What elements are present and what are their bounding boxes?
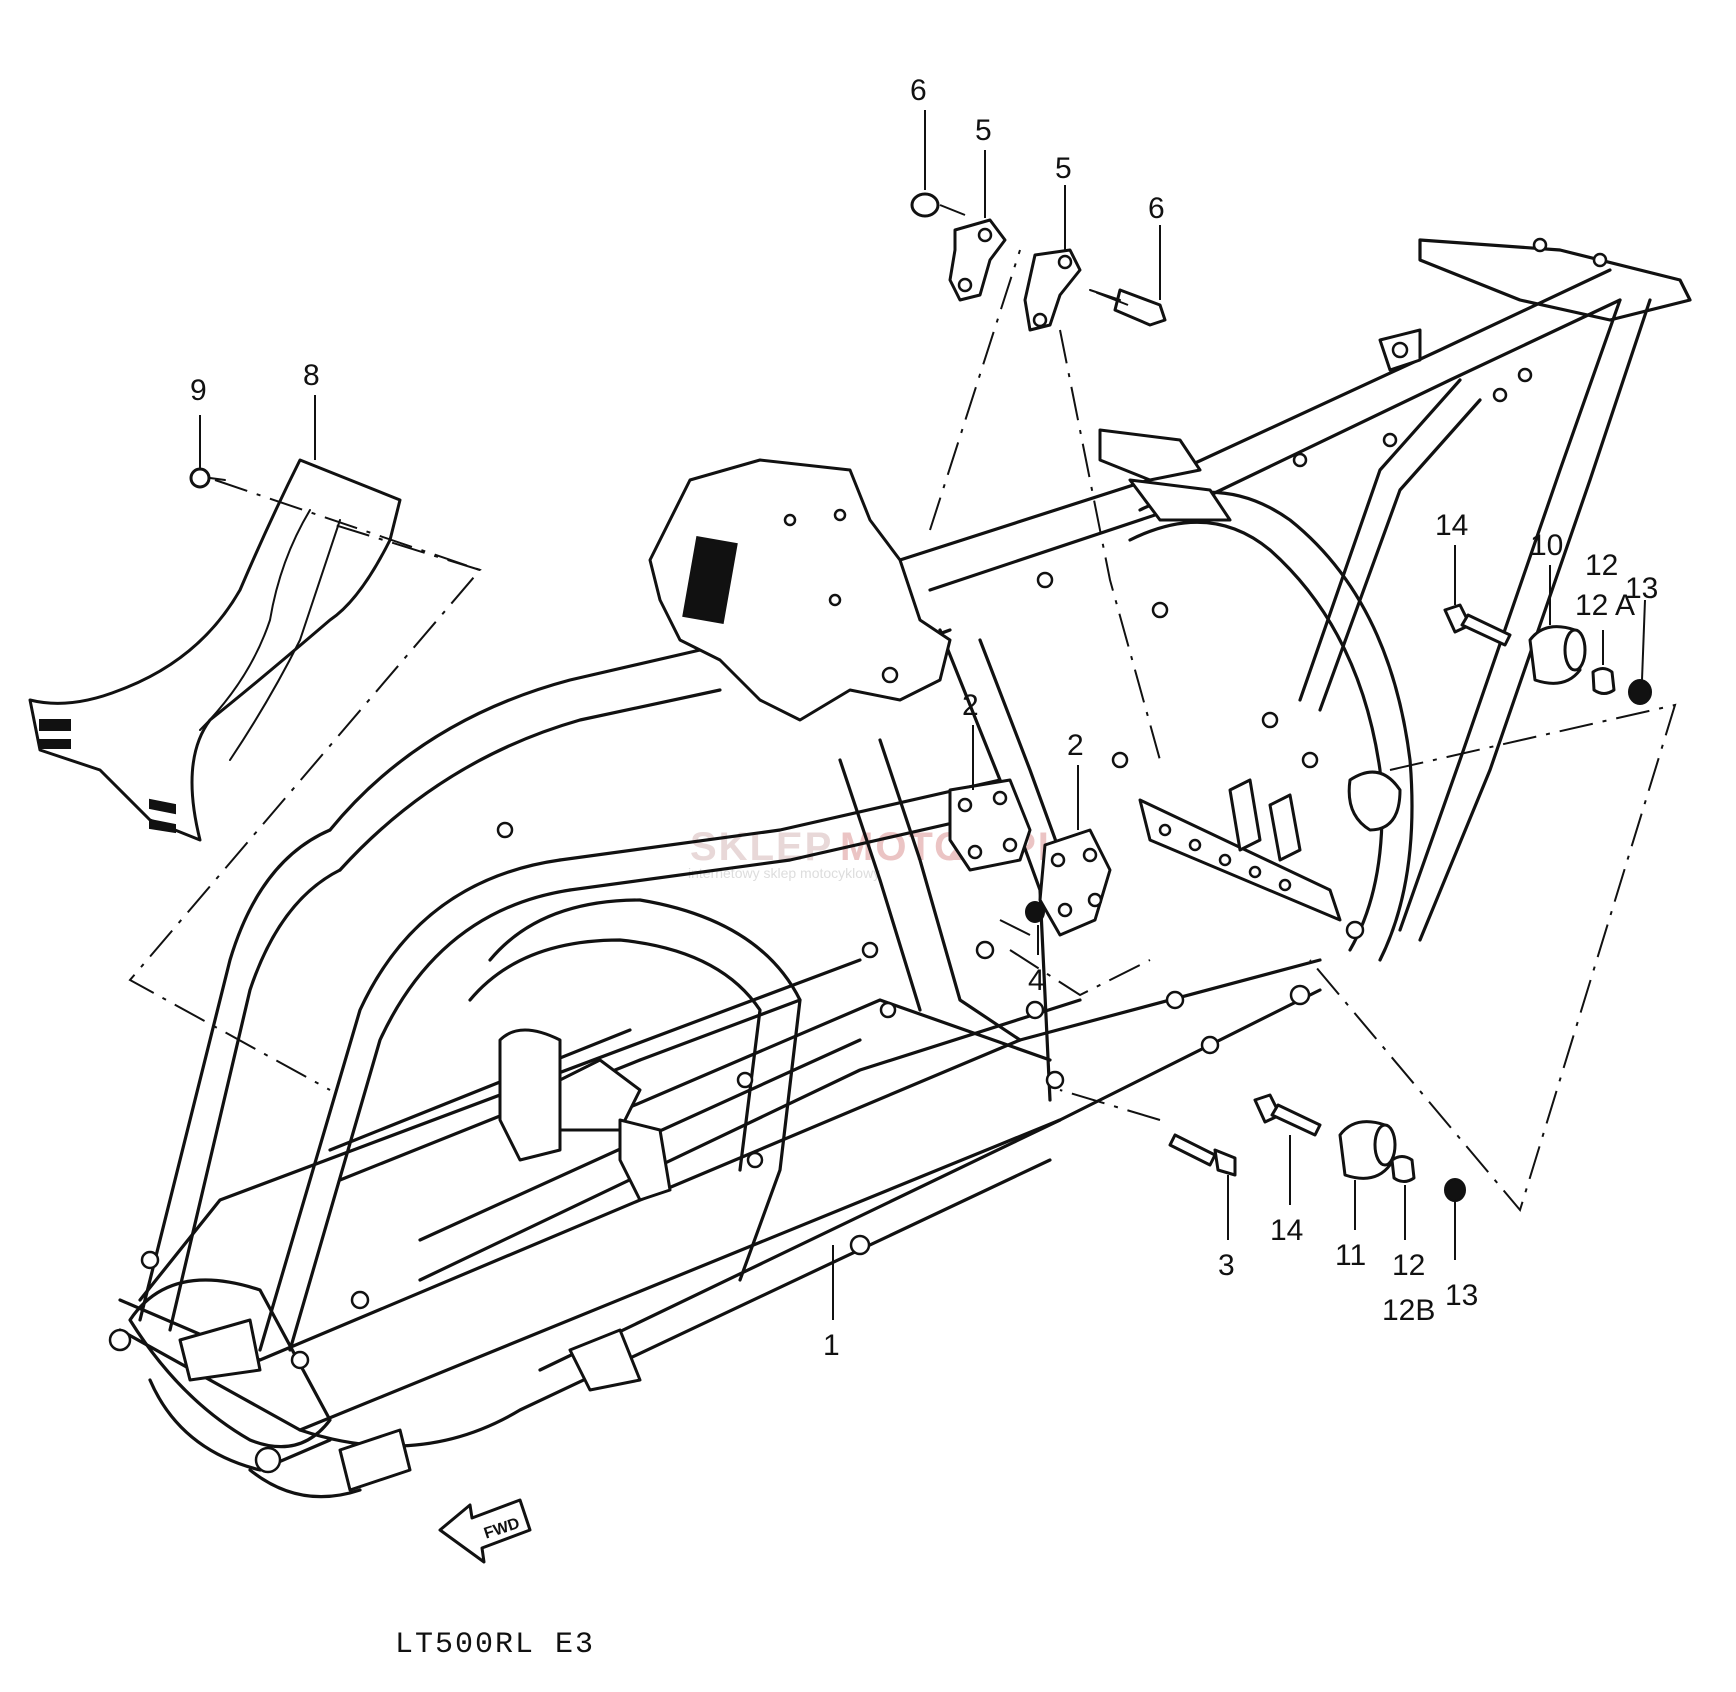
- callout-6: 6: [1148, 192, 1165, 225]
- part-2-plate-right: [1038, 828, 1112, 937]
- fwd-arrow: FWD: [438, 1498, 532, 1564]
- callout-5-right: 5: [1055, 152, 1072, 185]
- callout-12-upper: 12: [1585, 549, 1618, 582]
- part-12B-collar: [1390, 1155, 1416, 1183]
- callout-2-right: 2: [1067, 729, 1084, 762]
- callout-12-lower: 12: [1392, 1249, 1425, 1282]
- watermark-tagline: internetowy sklep motocyklowy: [688, 865, 880, 881]
- part-11-bushing: [1338, 1120, 1397, 1180]
- callout-14-lower: 14: [1270, 1214, 1303, 1247]
- callout-11: 11: [1335, 1239, 1366, 1272]
- part-10-bushing: [1528, 625, 1587, 685]
- callout-8: 8: [303, 359, 320, 392]
- callout-9: 9: [190, 374, 207, 407]
- part-2-plate-left: [948, 778, 1032, 872]
- part-5-bracket-left: [948, 218, 1007, 302]
- model-title: LT500RL E3: [395, 1628, 595, 1662]
- callout-5-left: 5: [975, 114, 992, 147]
- part-13-nut-upper: [1628, 679, 1652, 705]
- part-3-bolt: [1168, 1133, 1237, 1177]
- part-5-bracket-right: [1023, 248, 1082, 332]
- watermark-brand-b: MOTO: [840, 825, 967, 869]
- callout-1: 1: [823, 1329, 840, 1362]
- part-14-bolt-lower: [1253, 1093, 1322, 1137]
- callout-3: 3: [1218, 1249, 1235, 1282]
- callout-7: 6: [910, 74, 927, 107]
- part-13-nut-lower: [1444, 1178, 1466, 1202]
- callout-14-upper: 14: [1435, 509, 1468, 542]
- part-14-bolt-upper: [1443, 603, 1512, 647]
- frame-assembly: [108, 237, 1692, 1499]
- callout-2-left: 2: [962, 689, 979, 722]
- part-8-front-guard: [28, 458, 402, 842]
- part-9-screw: [189, 467, 226, 489]
- callout-10: 10: [1530, 529, 1563, 562]
- callout-12B: 12B: [1382, 1294, 1435, 1327]
- callout-labels: 6 5 5 6 8 9 14 10 12 12 A 13 2 2 4 1 3 1…: [190, 74, 1658, 1362]
- leader-lines: [128, 110, 1677, 1320]
- part-12A-collar: [1591, 667, 1616, 695]
- callout-4: 4: [1028, 964, 1045, 997]
- callout-13-upper: 13: [1625, 572, 1658, 605]
- callout-13-lower: 13: [1445, 1279, 1478, 1312]
- part-4-nut: [1025, 901, 1045, 923]
- part-7-nut: [910, 192, 940, 218]
- callout-12A: 12 A: [1575, 589, 1635, 622]
